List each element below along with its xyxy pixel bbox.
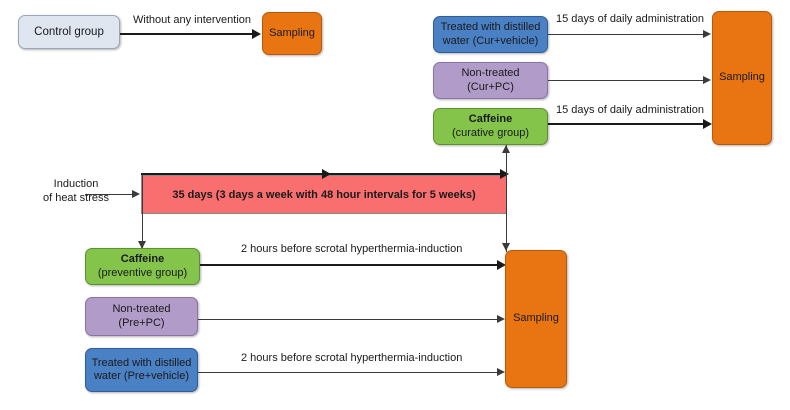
edge-label-admin-15-days-caffeine: 15 days of daily administration: [556, 104, 704, 116]
node-sampling-curative[interactable]: Sampling: [712, 11, 772, 145]
node-curative-nontreated-line1: Non-treated: [461, 67, 520, 80]
edge-label-two-hours-preventive: 2 hours before scrotal hyperthermia-indu…: [241, 243, 463, 255]
node-preventive-caffeine-line1: Caffeine: [120, 253, 165, 266]
node-preventive-nontreated-line1: Non-treated: [112, 303, 171, 316]
node-preventive-vehicle-line1: Treated with distilled: [91, 356, 192, 369]
edge-band-to-sampling-preventive-arrowhead: [502, 243, 510, 251]
edge-curative-vehicle-arrowhead: [703, 30, 711, 38]
label-induction-of-heat-stress: Induction of heat stress: [28, 177, 124, 206]
node-sampling-preventive-label: Sampling: [513, 312, 559, 325]
edge-preventive-caffeine-arrowhead: [497, 259, 506, 270]
band-heat-stress: 35 days (3 days a week with 48 hour inte…: [141, 175, 507, 214]
node-curative-nontreated-line2: (Cur+PC): [467, 80, 514, 93]
edge-induction-to-band: [85, 194, 133, 195]
node-control-group[interactable]: Control group: [18, 15, 120, 49]
node-sampling-preventive[interactable]: Sampling: [505, 250, 567, 388]
edge-band-to-curative-caffeine-arrowhead: [502, 145, 510, 153]
edge-label-admin-15-days-top: 15 days of daily administration: [556, 13, 704, 25]
edge-preventive-vehicle-to-sampling: [198, 372, 499, 373]
node-preventive-vehicle[interactable]: Treated with distilled water (Pre+vehicl…: [85, 348, 198, 392]
node-curative-vehicle-line2: water (Cur+vehicle): [442, 34, 539, 47]
node-sampling-control[interactable]: Sampling: [262, 12, 322, 55]
node-curative-caffeine[interactable]: Caffeine (curative group): [433, 108, 548, 145]
edge-band-to-preventive-caffeine-arrowhead: [138, 241, 146, 249]
edge-curative-caffeine-arrowhead: [703, 118, 712, 129]
edge-curative-caffeine-to-sampling: [548, 123, 704, 126]
node-curative-vehicle[interactable]: Treated with distilled water (Cur+vehicl…: [433, 16, 548, 53]
edge-curative-vehicle-to-sampling: [548, 34, 704, 35]
node-curative-nontreated[interactable]: Non-treated (Cur+PC): [433, 62, 548, 99]
edge-label-two-hours-vehicle: 2 hours before scrotal hyperthermia-indu…: [241, 352, 463, 364]
node-sampling-curative-label: Sampling: [719, 71, 765, 84]
edge-curative-nontreated-to-sampling: [548, 80, 704, 81]
timeline-heat-stress-midpoint-arrowhead: [322, 169, 331, 179]
band-heat-stress-label: 35 days (3 days a week with 48 hour inte…: [172, 188, 476, 201]
label-induction-line2: of heat stress: [42, 192, 110, 205]
node-preventive-caffeine-line2: (preventive group): [97, 266, 188, 279]
label-induction-line1: Induction: [53, 178, 99, 190]
edge-preventive-vehicle-arrowhead: [497, 368, 505, 376]
edge-preventive-nontreated-to-sampling: [198, 319, 499, 320]
edge-preventive-caffeine-to-sampling: [200, 264, 499, 267]
edge-curative-nontreated-arrowhead: [703, 76, 711, 84]
node-preventive-nontreated-line2: (Pre+PC): [118, 316, 165, 329]
node-sampling-control-label: Sampling: [269, 26, 315, 39]
node-curative-caffeine-line1: Caffeine: [468, 113, 513, 126]
node-curative-vehicle-line1: Treated with distilled: [440, 21, 541, 34]
node-preventive-nontreated[interactable]: Non-treated (Pre+PC): [85, 297, 198, 336]
timeline-heat-stress-end-arrowhead: [500, 169, 509, 179]
node-control-group-label: Control group: [34, 25, 104, 38]
edge-label-without-intervention: Without any intervention: [133, 14, 252, 26]
edge-band-right-vertical: [506, 145, 507, 252]
edge-control-to-sampling-arrowhead: [252, 28, 261, 39]
edge-control-to-sampling: [120, 33, 253, 36]
node-preventive-vehicle-line2: water (Pre+vehicle): [93, 370, 190, 382]
edge-band-to-preventive-caffeine: [142, 174, 143, 248]
edge-induction-arrowhead: [132, 190, 140, 198]
edge-preventive-nontreated-arrowhead: [497, 315, 505, 323]
node-preventive-caffeine[interactable]: Caffeine (preventive group): [85, 248, 200, 285]
node-curative-caffeine-line2: (curative group): [451, 126, 530, 139]
